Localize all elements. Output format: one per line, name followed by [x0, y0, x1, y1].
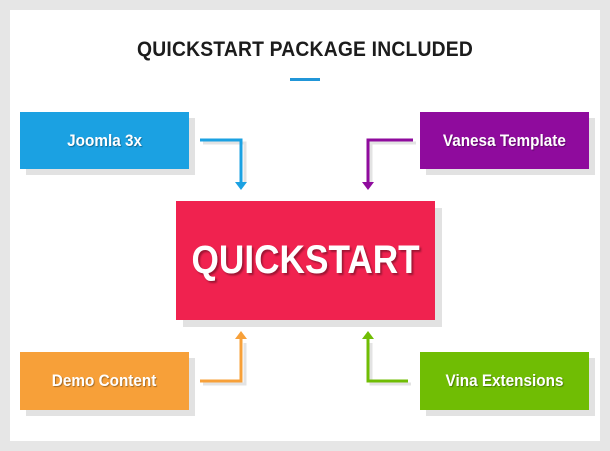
arrow-demo-content	[200, 331, 247, 383]
vanesa-template-box: Vanesa Template	[420, 112, 589, 169]
joomla-box: Joomla 3x	[20, 112, 189, 169]
arrow-vina-extensions	[362, 331, 408, 383]
arrow-joomla	[200, 138, 247, 190]
quickstart-box: QUICKSTART	[176, 201, 435, 320]
vina-extensions-label: Vina Extensions	[445, 371, 564, 390]
arrow-vanesa-template	[362, 138, 413, 190]
title-underline	[290, 78, 320, 81]
demo-content-label: Demo Content	[52, 371, 157, 390]
quickstart-label: QUICKSTART	[191, 238, 420, 282]
vina-extensions-box: Vina Extensions	[420, 352, 589, 410]
page-title: QUICKSTART PACKAGE INCLUDED	[137, 38, 473, 61]
demo-content-box: Demo Content	[20, 352, 189, 410]
vanesa-template-label: Vanesa Template	[442, 130, 567, 150]
joomla-label: Joomla 3x	[67, 130, 142, 150]
